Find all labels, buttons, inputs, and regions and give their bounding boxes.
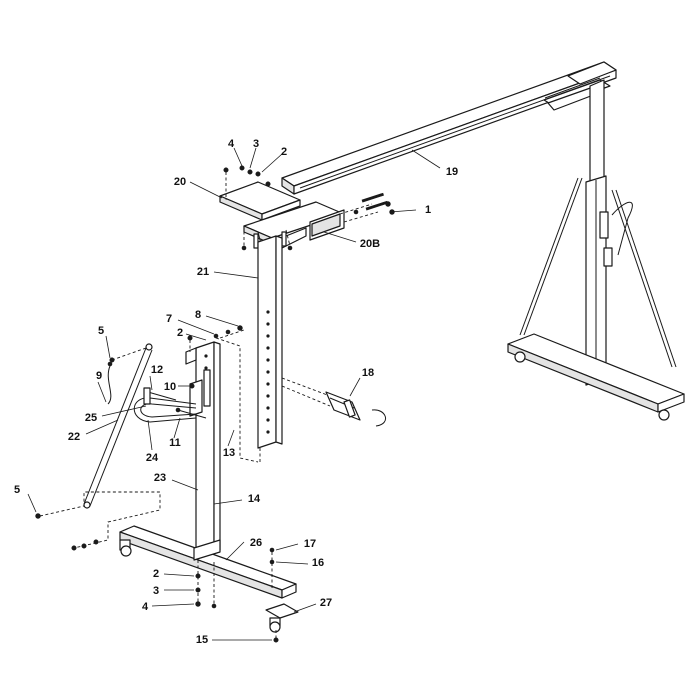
- brace-pin-part-5-upper: [109, 347, 147, 363]
- callout-18: 18: [362, 367, 374, 379]
- callout-10: 10: [164, 381, 176, 393]
- callout-17: 17: [304, 538, 316, 550]
- top-fasteners: [223, 165, 293, 251]
- crank-shaft-part-24: [175, 407, 207, 419]
- caster-fasteners: [269, 547, 279, 643]
- callout-20: 20: [174, 176, 186, 188]
- crank-pin-part-12: [143, 387, 177, 405]
- callout-25: 25: [85, 412, 97, 424]
- diagonal-brace-part-22: [83, 343, 153, 509]
- callout-15: 15: [196, 634, 208, 646]
- mount-plate-part-20: [219, 181, 301, 221]
- callout-27: 27: [320, 597, 332, 609]
- callout-13: 13: [223, 447, 235, 459]
- callout-8: 8: [195, 309, 201, 321]
- callout-2-lower: 2: [153, 568, 159, 580]
- callout-22: 22: [68, 431, 80, 443]
- crank-bracket-part-10: [189, 369, 211, 417]
- callout-12: 12: [151, 364, 163, 376]
- callout-7: 7: [166, 313, 172, 325]
- callout-19: 19: [446, 166, 458, 178]
- upright-holes: [266, 310, 270, 434]
- brace-cable-part-9: [107, 361, 113, 405]
- callout-5-upper: 5: [98, 325, 104, 337]
- callout-23: 23: [154, 472, 166, 484]
- callout-leaders: [27, 147, 441, 641]
- callout-4-lower: 4: [142, 601, 149, 613]
- i-beam-part-19: [281, 61, 617, 195]
- callout-5-lower: 5: [14, 484, 20, 496]
- callout-26: 26: [250, 537, 262, 549]
- callout-11: 11: [169, 437, 181, 449]
- callout-2: 2: [281, 146, 287, 158]
- side-bolts-part-1: [339, 192, 395, 223]
- upright-tube-part-21: [257, 235, 283, 449]
- upright-alignment-lines: [215, 337, 261, 463]
- callout-labels: 1 2 3 4 20 19 20B 21 5 7 8 2 9 12 10 18 …: [14, 138, 458, 646]
- top-pin-bracket: [185, 335, 197, 365]
- callout-3-lower: 3: [153, 585, 159, 597]
- callout-1: 1: [425, 204, 431, 216]
- brace-pin-part-5-lower: [35, 491, 161, 551]
- callout-20b: 20B: [360, 238, 380, 250]
- callout-3: 3: [253, 138, 259, 150]
- callout-9: 9: [96, 370, 102, 382]
- cross-bar-part-18: [281, 377, 386, 427]
- callout-16: 16: [312, 557, 324, 569]
- callout-14: 14: [248, 493, 261, 505]
- base-beam-part-26: [119, 525, 297, 599]
- callout-2-mid: 2: [177, 327, 183, 339]
- rear-caster-part-27: [265, 603, 299, 633]
- front-caster: [119, 539, 132, 557]
- lower-tube-fasteners: [213, 325, 245, 339]
- callout-4: 4: [228, 138, 235, 150]
- callout-24: 24: [146, 452, 159, 464]
- base-fastener-stack: [195, 560, 217, 609]
- right-a-frame-assembly: [507, 79, 685, 421]
- callout-21: 21: [197, 266, 209, 278]
